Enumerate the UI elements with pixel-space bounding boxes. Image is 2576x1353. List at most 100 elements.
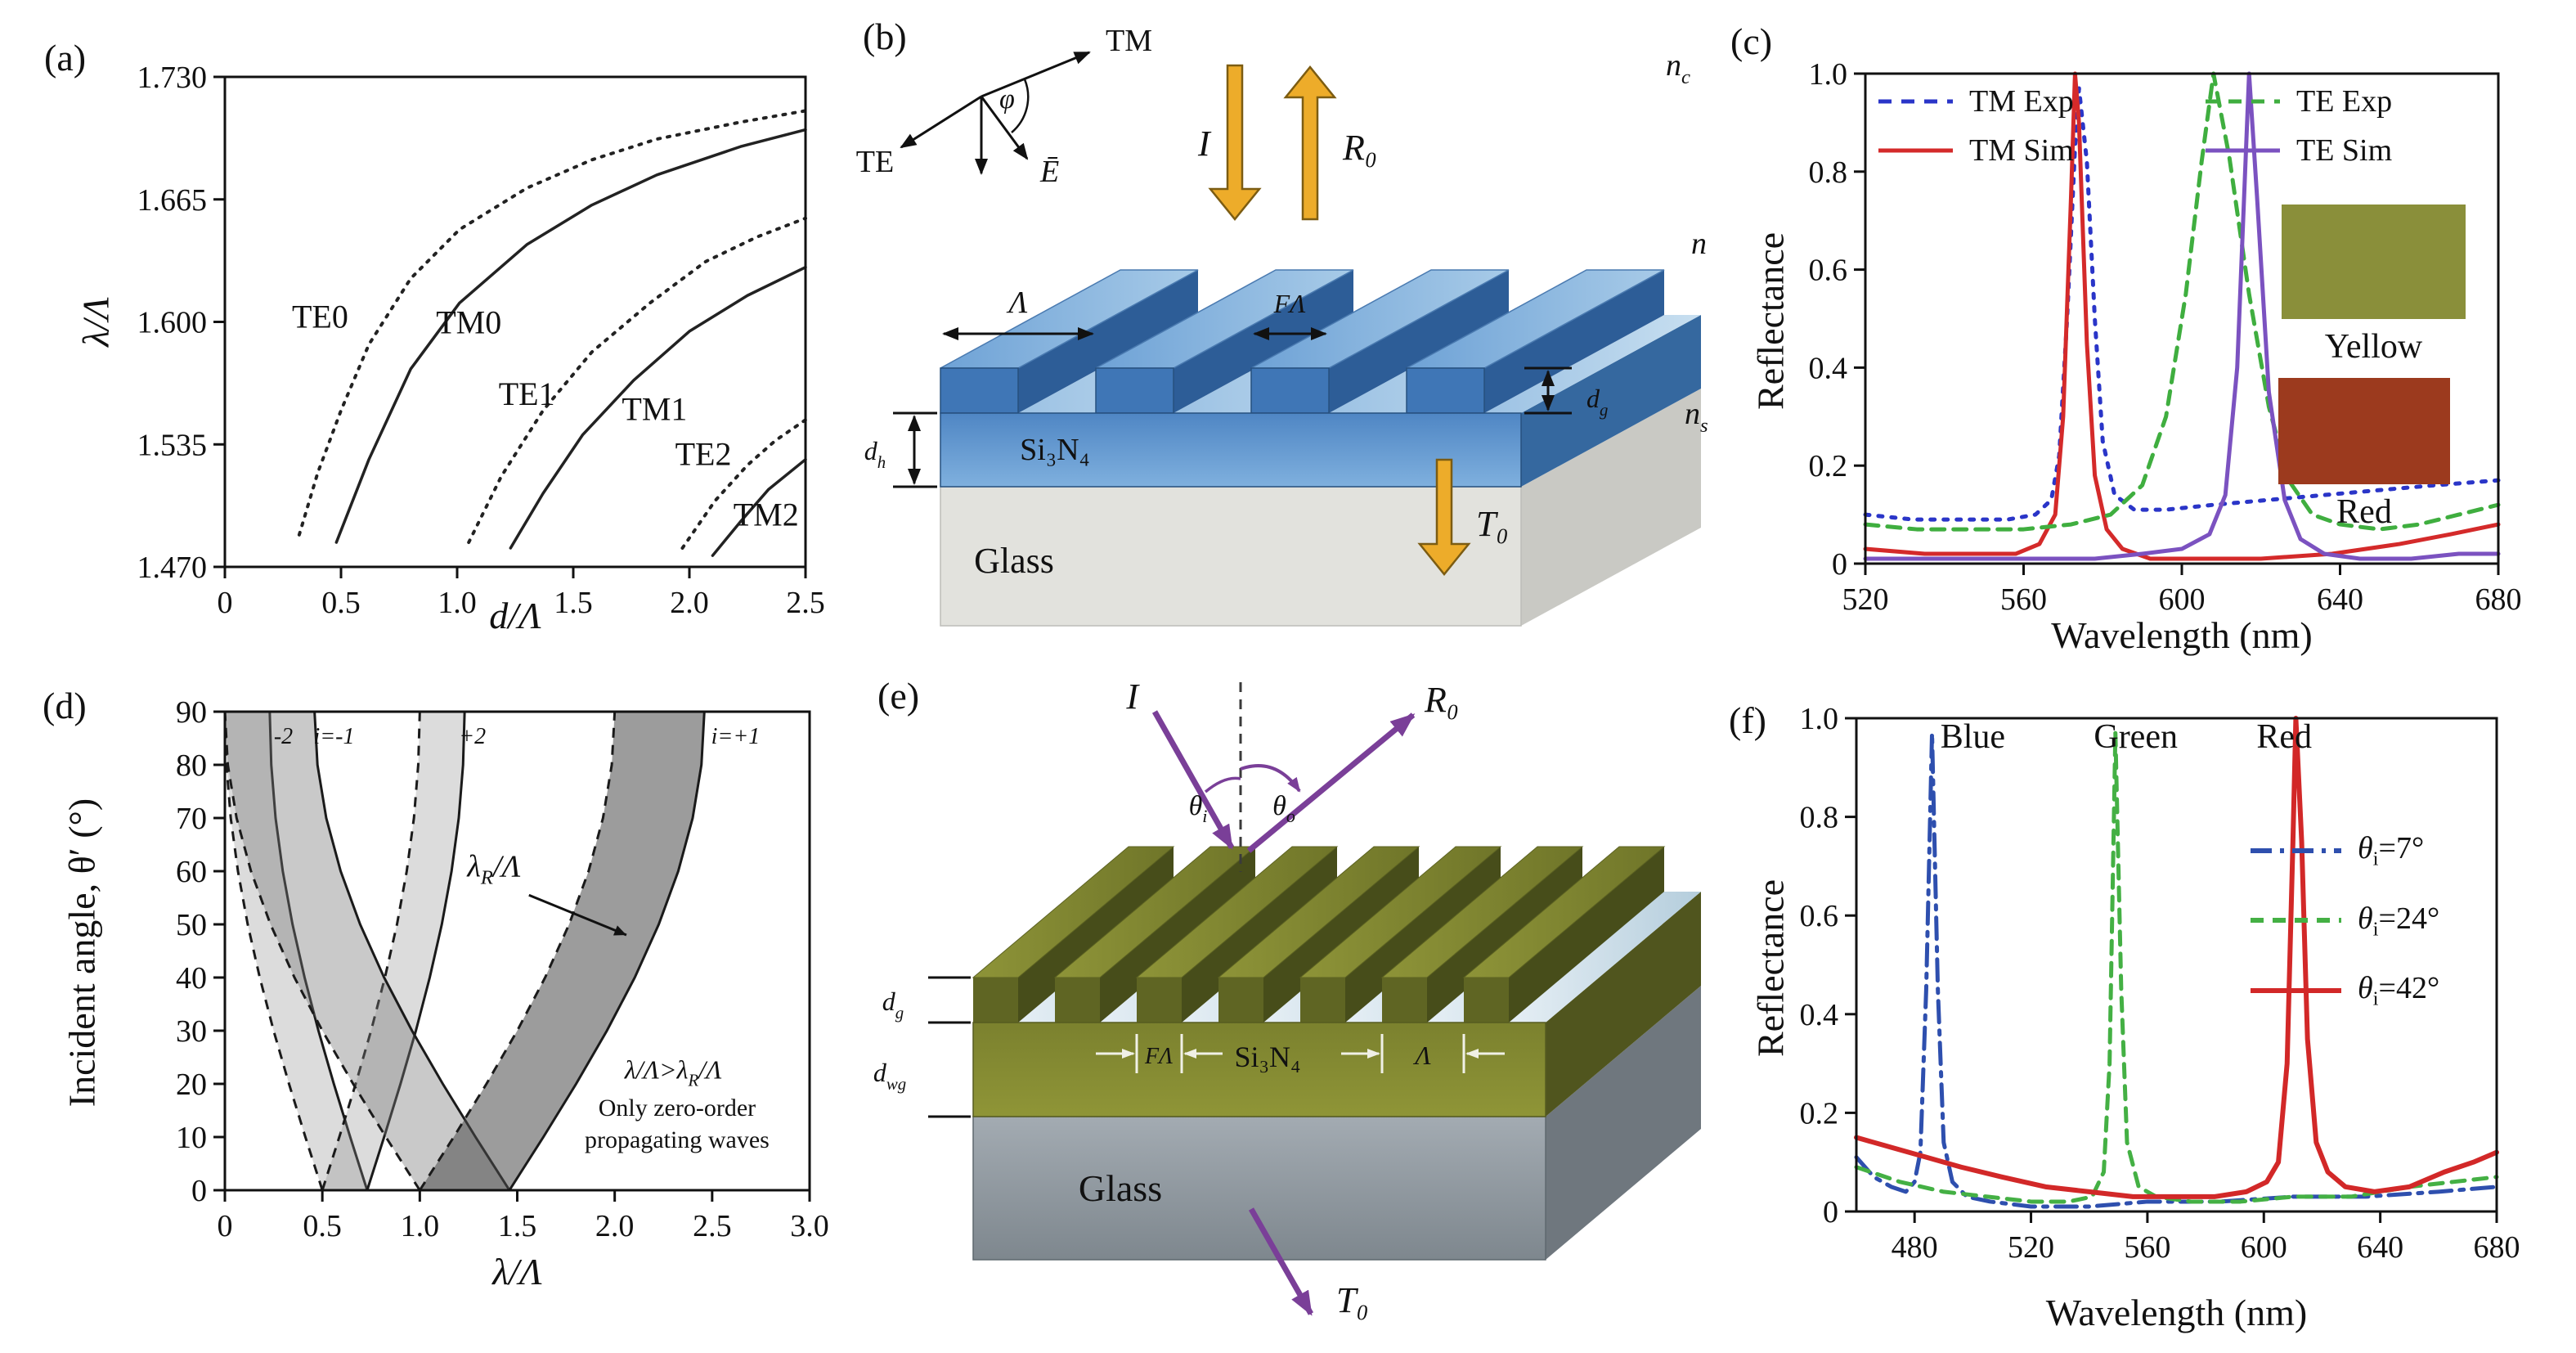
svg-text:560: 560 xyxy=(2124,1230,2170,1265)
panel-a-x-axis-title: d/Λ xyxy=(489,595,541,636)
cover-index-label: nc xyxy=(1666,48,1690,88)
tm-sim-label: TM Sim xyxy=(1969,133,2074,168)
svg-text:i=+1: i=+1 xyxy=(711,724,761,749)
layer-thickness-ticks xyxy=(928,976,971,1118)
te-exp-label: TE Exp xyxy=(2296,84,2393,119)
te-axis-label: TE xyxy=(856,145,894,179)
substrate-index-label: ns xyxy=(1685,397,1708,437)
waveguide-slab-side-face xyxy=(1521,315,1701,487)
svg-text:Only zero-order: Only zero-order xyxy=(599,1095,756,1122)
yellow-color-swatch xyxy=(2282,205,2466,323)
svg-text:TE2: TE2 xyxy=(675,436,732,473)
legend-item-tm-exp: TM Exp xyxy=(1877,83,2074,119)
svg-text:50: 50 xyxy=(176,908,207,942)
grating-bar-fronts xyxy=(940,367,1485,414)
tm-exp-label: TM Exp xyxy=(1969,84,2074,119)
svg-text:TM2: TM2 xyxy=(734,496,799,533)
svg-text:640: 640 xyxy=(2317,582,2363,617)
tm-sim-line-sample xyxy=(1878,148,1953,153)
legend-incident-angles: θi=7° θi=24° θi=42° xyxy=(2249,830,2439,1011)
angle-24-label: θi=24° xyxy=(2358,901,2440,941)
svg-text:0.2: 0.2 xyxy=(1809,449,1848,483)
transmitted-ray-label: T₀ xyxy=(1336,1280,1369,1320)
svg-text:TM1: TM1 xyxy=(622,390,687,427)
svg-text:520: 520 xyxy=(2008,1230,2054,1265)
waveguide-slab-front-face xyxy=(972,1022,1546,1117)
svg-text:680: 680 xyxy=(2474,1230,2520,1265)
reflected-ray-label: R₀ xyxy=(1424,680,1459,720)
waveguide-slab-side-face xyxy=(1546,892,1701,1117)
fill-factor-label: FΛ xyxy=(1144,1044,1173,1069)
groove-depth-label: dg xyxy=(1586,384,1608,420)
svg-text:0.8: 0.8 xyxy=(1809,155,1848,190)
incident-angle-arc xyxy=(1204,776,1241,793)
reflected-ray-arrow xyxy=(1246,712,1416,853)
svg-text:30: 30 xyxy=(176,1014,207,1049)
svg-text:1.0: 1.0 xyxy=(401,1209,440,1243)
svg-text:1.535: 1.535 xyxy=(137,428,208,462)
reflected-wave-arrow xyxy=(1283,65,1337,221)
svg-text:i=-1: i=-1 xyxy=(313,724,354,749)
period-label: Λ xyxy=(1412,1041,1431,1070)
te-sim-line-sample xyxy=(2206,148,2280,153)
angle-42-line-sample xyxy=(2251,987,2341,993)
svg-text:1.600: 1.600 xyxy=(137,306,208,340)
panel-c-x-axis-title: Wavelength (nm) xyxy=(2051,614,2313,656)
angle-24-line-sample xyxy=(2251,918,2341,924)
si3n4-label: Si₃N₄ xyxy=(1234,1041,1300,1073)
svg-text:680: 680 xyxy=(2475,582,2522,617)
groove-depth-dimension xyxy=(1524,366,1572,415)
incident-ray-arrow xyxy=(1151,710,1235,850)
legend-item-7deg: θi=7° xyxy=(2249,830,2439,871)
svg-text:520: 520 xyxy=(1842,582,1889,617)
glass-label: Glass xyxy=(1079,1167,1162,1209)
reflected-wave-label: R₀ xyxy=(1342,128,1377,168)
svg-text:0: 0 xyxy=(218,586,233,620)
panel-f-x-axis-title: Wavelength (nm) xyxy=(2045,1292,2308,1333)
phi-angle-label: φ xyxy=(999,84,1015,115)
svg-text:1.5: 1.5 xyxy=(554,586,593,620)
svg-text:0: 0 xyxy=(1832,547,1847,582)
grating-bar-tops xyxy=(940,269,1665,369)
panel-d-x-axis-title: λ/Λ xyxy=(492,1251,542,1292)
svg-text:600: 600 xyxy=(2159,582,2206,617)
transmitted-ray-arrow xyxy=(1248,1207,1314,1316)
svg-text:0.6: 0.6 xyxy=(1800,899,1839,933)
svg-text:70: 70 xyxy=(176,802,207,836)
panel-e-diagram: FΛ Λ Si₃N₄ Glass dg dwg xyxy=(873,676,1701,1320)
legend-tm: TM Exp TM Sim xyxy=(1877,83,2074,169)
svg-text:TE0: TE0 xyxy=(292,298,348,335)
svg-text:Blue: Blue xyxy=(1941,718,2005,756)
svg-text:560: 560 xyxy=(2000,582,2047,617)
angle-7-label: θi=7° xyxy=(2358,831,2425,870)
grating-groove-walls xyxy=(1018,270,1664,413)
tm-axis-label: TM xyxy=(1106,24,1152,58)
svg-text:0: 0 xyxy=(218,1209,233,1243)
svg-text:0: 0 xyxy=(191,1174,207,1208)
svg-text:λ/Λ>λR/Λ: λ/Λ>λR/Λ xyxy=(624,1055,722,1090)
legend-te: TE Exp TE Sim xyxy=(2204,83,2392,169)
grating-index-label: n xyxy=(1691,227,1707,261)
transmitted-wave-label: T₀ xyxy=(1476,504,1509,544)
panel-b-diagram: I R₀ T₀ Λ FΛ dh xyxy=(856,24,1708,627)
svg-text:0.4: 0.4 xyxy=(1800,998,1839,1032)
red-color-swatch xyxy=(2278,378,2450,488)
incident-ray-label: I xyxy=(1125,676,1140,717)
panel-d-y-axis-title: Incident angle, θ′ (°) xyxy=(61,798,103,1108)
svg-text:+2: +2 xyxy=(459,724,486,749)
svg-text:640: 640 xyxy=(2357,1230,2403,1265)
legend-item-tm-sim: TM Sim xyxy=(1877,133,2074,169)
glass-label: Glass xyxy=(974,541,1054,581)
svg-text:60: 60 xyxy=(176,855,207,889)
panel-e-angle-schematic: (e) xyxy=(850,671,1726,1353)
polarization-axes-glyph: TM TE Ē φ xyxy=(856,24,1152,189)
svg-text:TE1: TE1 xyxy=(499,375,555,412)
waveguide-thickness-dimension xyxy=(893,411,937,488)
e-field-label: Ē xyxy=(1039,155,1059,189)
svg-text:propagating waves: propagating waves xyxy=(585,1126,770,1153)
svg-text:480: 480 xyxy=(1892,1230,1938,1265)
svg-text:1.0: 1.0 xyxy=(1800,702,1839,736)
